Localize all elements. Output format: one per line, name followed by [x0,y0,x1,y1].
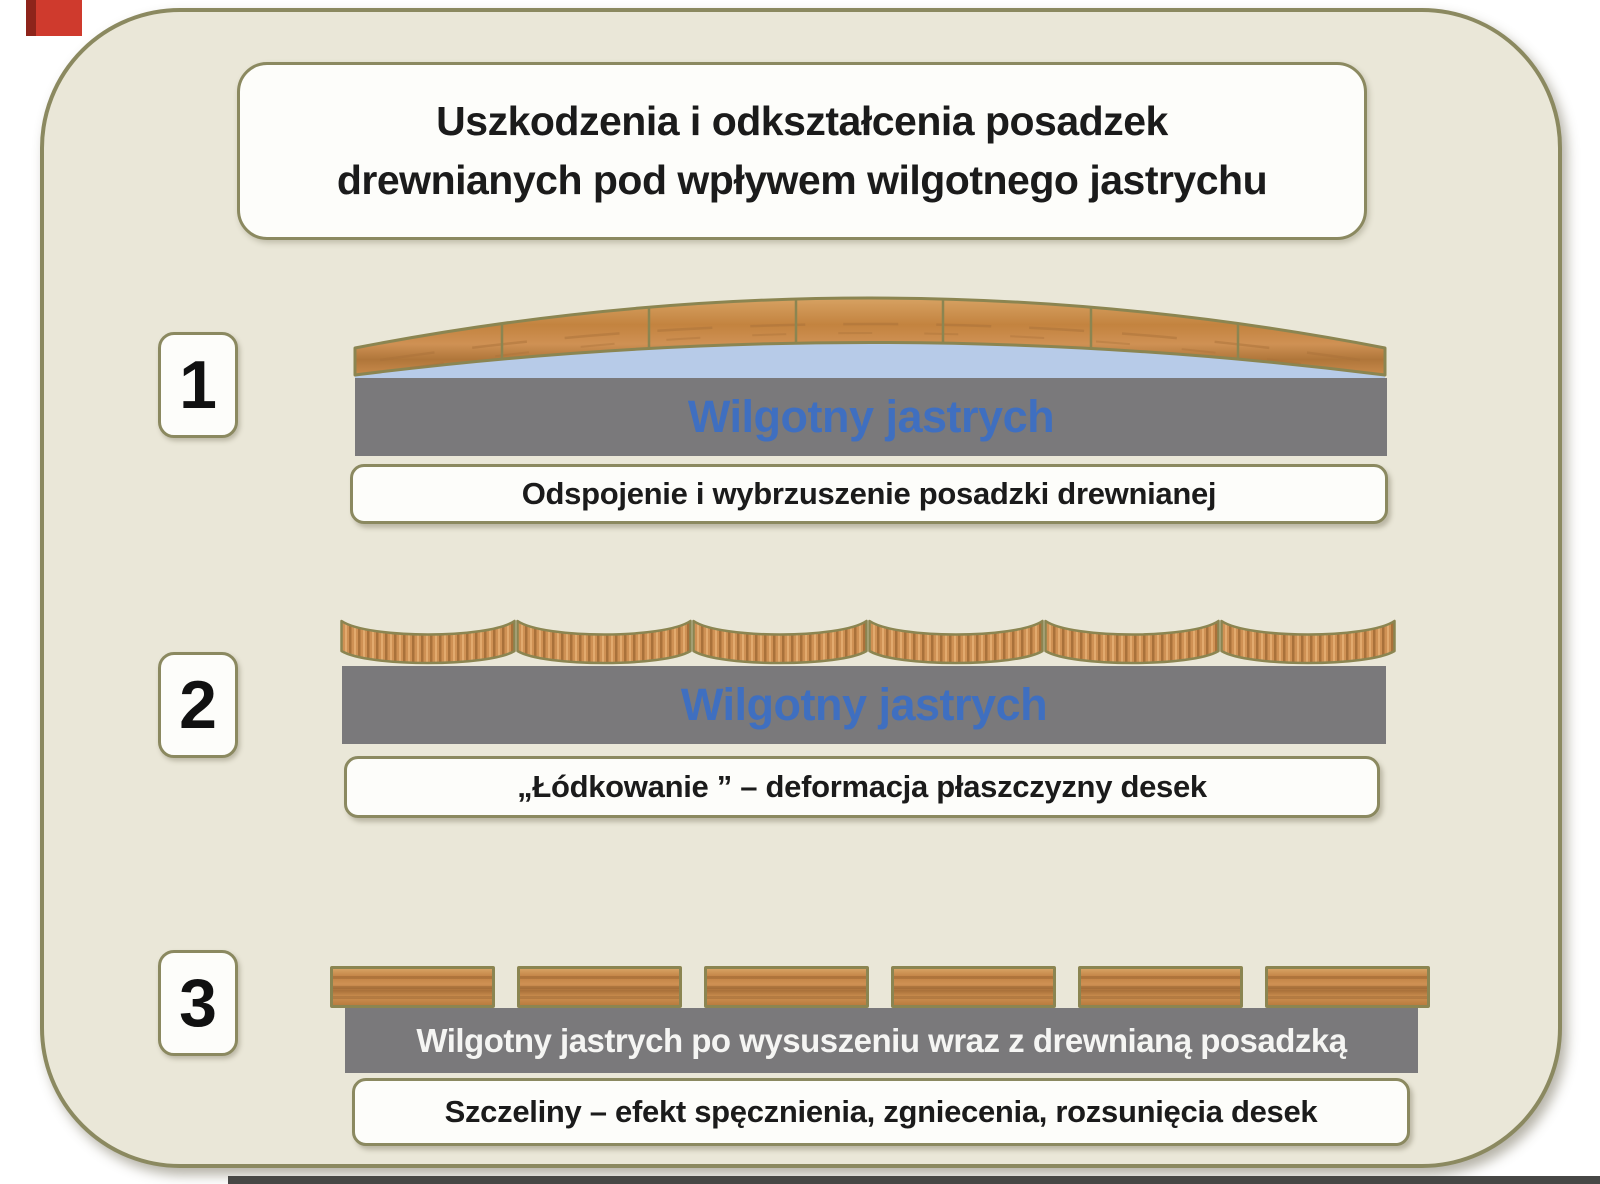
dried-screed-layer-3: Wilgotny jastrych po wysuszeniu wraz z d… [345,1008,1418,1073]
wood-board [330,966,495,1008]
wood-board [891,966,1056,1008]
wood-board [1265,966,1430,1008]
wet-screed-label-1: Wilgotny jastrych [687,391,1055,442]
wood-board [1078,966,1243,1008]
wood-grain-streak [409,332,1331,369]
title-line-1: Uszkodzenia i odkształcenia posadzek [436,97,1168,144]
wood-board [517,966,682,1008]
section-2-caption-box: „Łódkowanie ” – deformacja płaszczyzny d… [344,756,1380,818]
section-1-caption: Odspojenie i wybrzuszenie posadzki drewn… [521,476,1217,511]
dried-screed-label-3: Wilgotny jastrych po wysuszeniu wraz z d… [416,1021,1347,1059]
section-3-caption-box: Szczeliny – efekt spęcznienia, zgnieceni… [352,1078,1410,1146]
wood-board [704,966,869,1008]
plank-joint-lines [500,299,1240,360]
section-3-number-badge: 3 [158,950,238,1056]
cupped-board-shapes [340,619,1396,665]
separated-boards-graphic [330,966,1430,1008]
section-3-number: 3 [179,965,217,1041]
section-2-number-badge: 2 [158,652,238,758]
section-1-number-badge: 1 [158,332,238,438]
bowed-plank-shape [353,296,1387,377]
section-2-number: 2 [179,667,217,743]
section-1-caption-box: Odspojenie i wybrzuszenie posadzki drewn… [350,464,1388,524]
wet-screed-layer-1: Wilgotny jastrych [355,378,1387,456]
bottom-edge-strip [228,1176,1600,1184]
wet-screed-layer-2: Wilgotny jastrych [342,666,1386,744]
corner-red-mark [26,0,82,36]
title-line-2: drewnianych pod wpływem wilgotnego jastr… [336,157,1268,203]
wood-grain-streak [379,322,1361,362]
title-box: Uszkodzenia i odkształcenia posadzek dre… [237,62,1367,240]
bowed-wood-floor-graphic [353,296,1387,378]
section-2-caption: „Łódkowanie ” – deformacja płaszczyzny d… [517,769,1207,804]
section-3-caption: Szczeliny – efekt spęcznienia, zgnieceni… [444,1094,1318,1129]
cupped-boards-graphic [340,619,1396,665]
section-1-number: 1 [179,347,217,423]
wet-screed-label-2: Wilgotny jastrych [680,679,1048,730]
